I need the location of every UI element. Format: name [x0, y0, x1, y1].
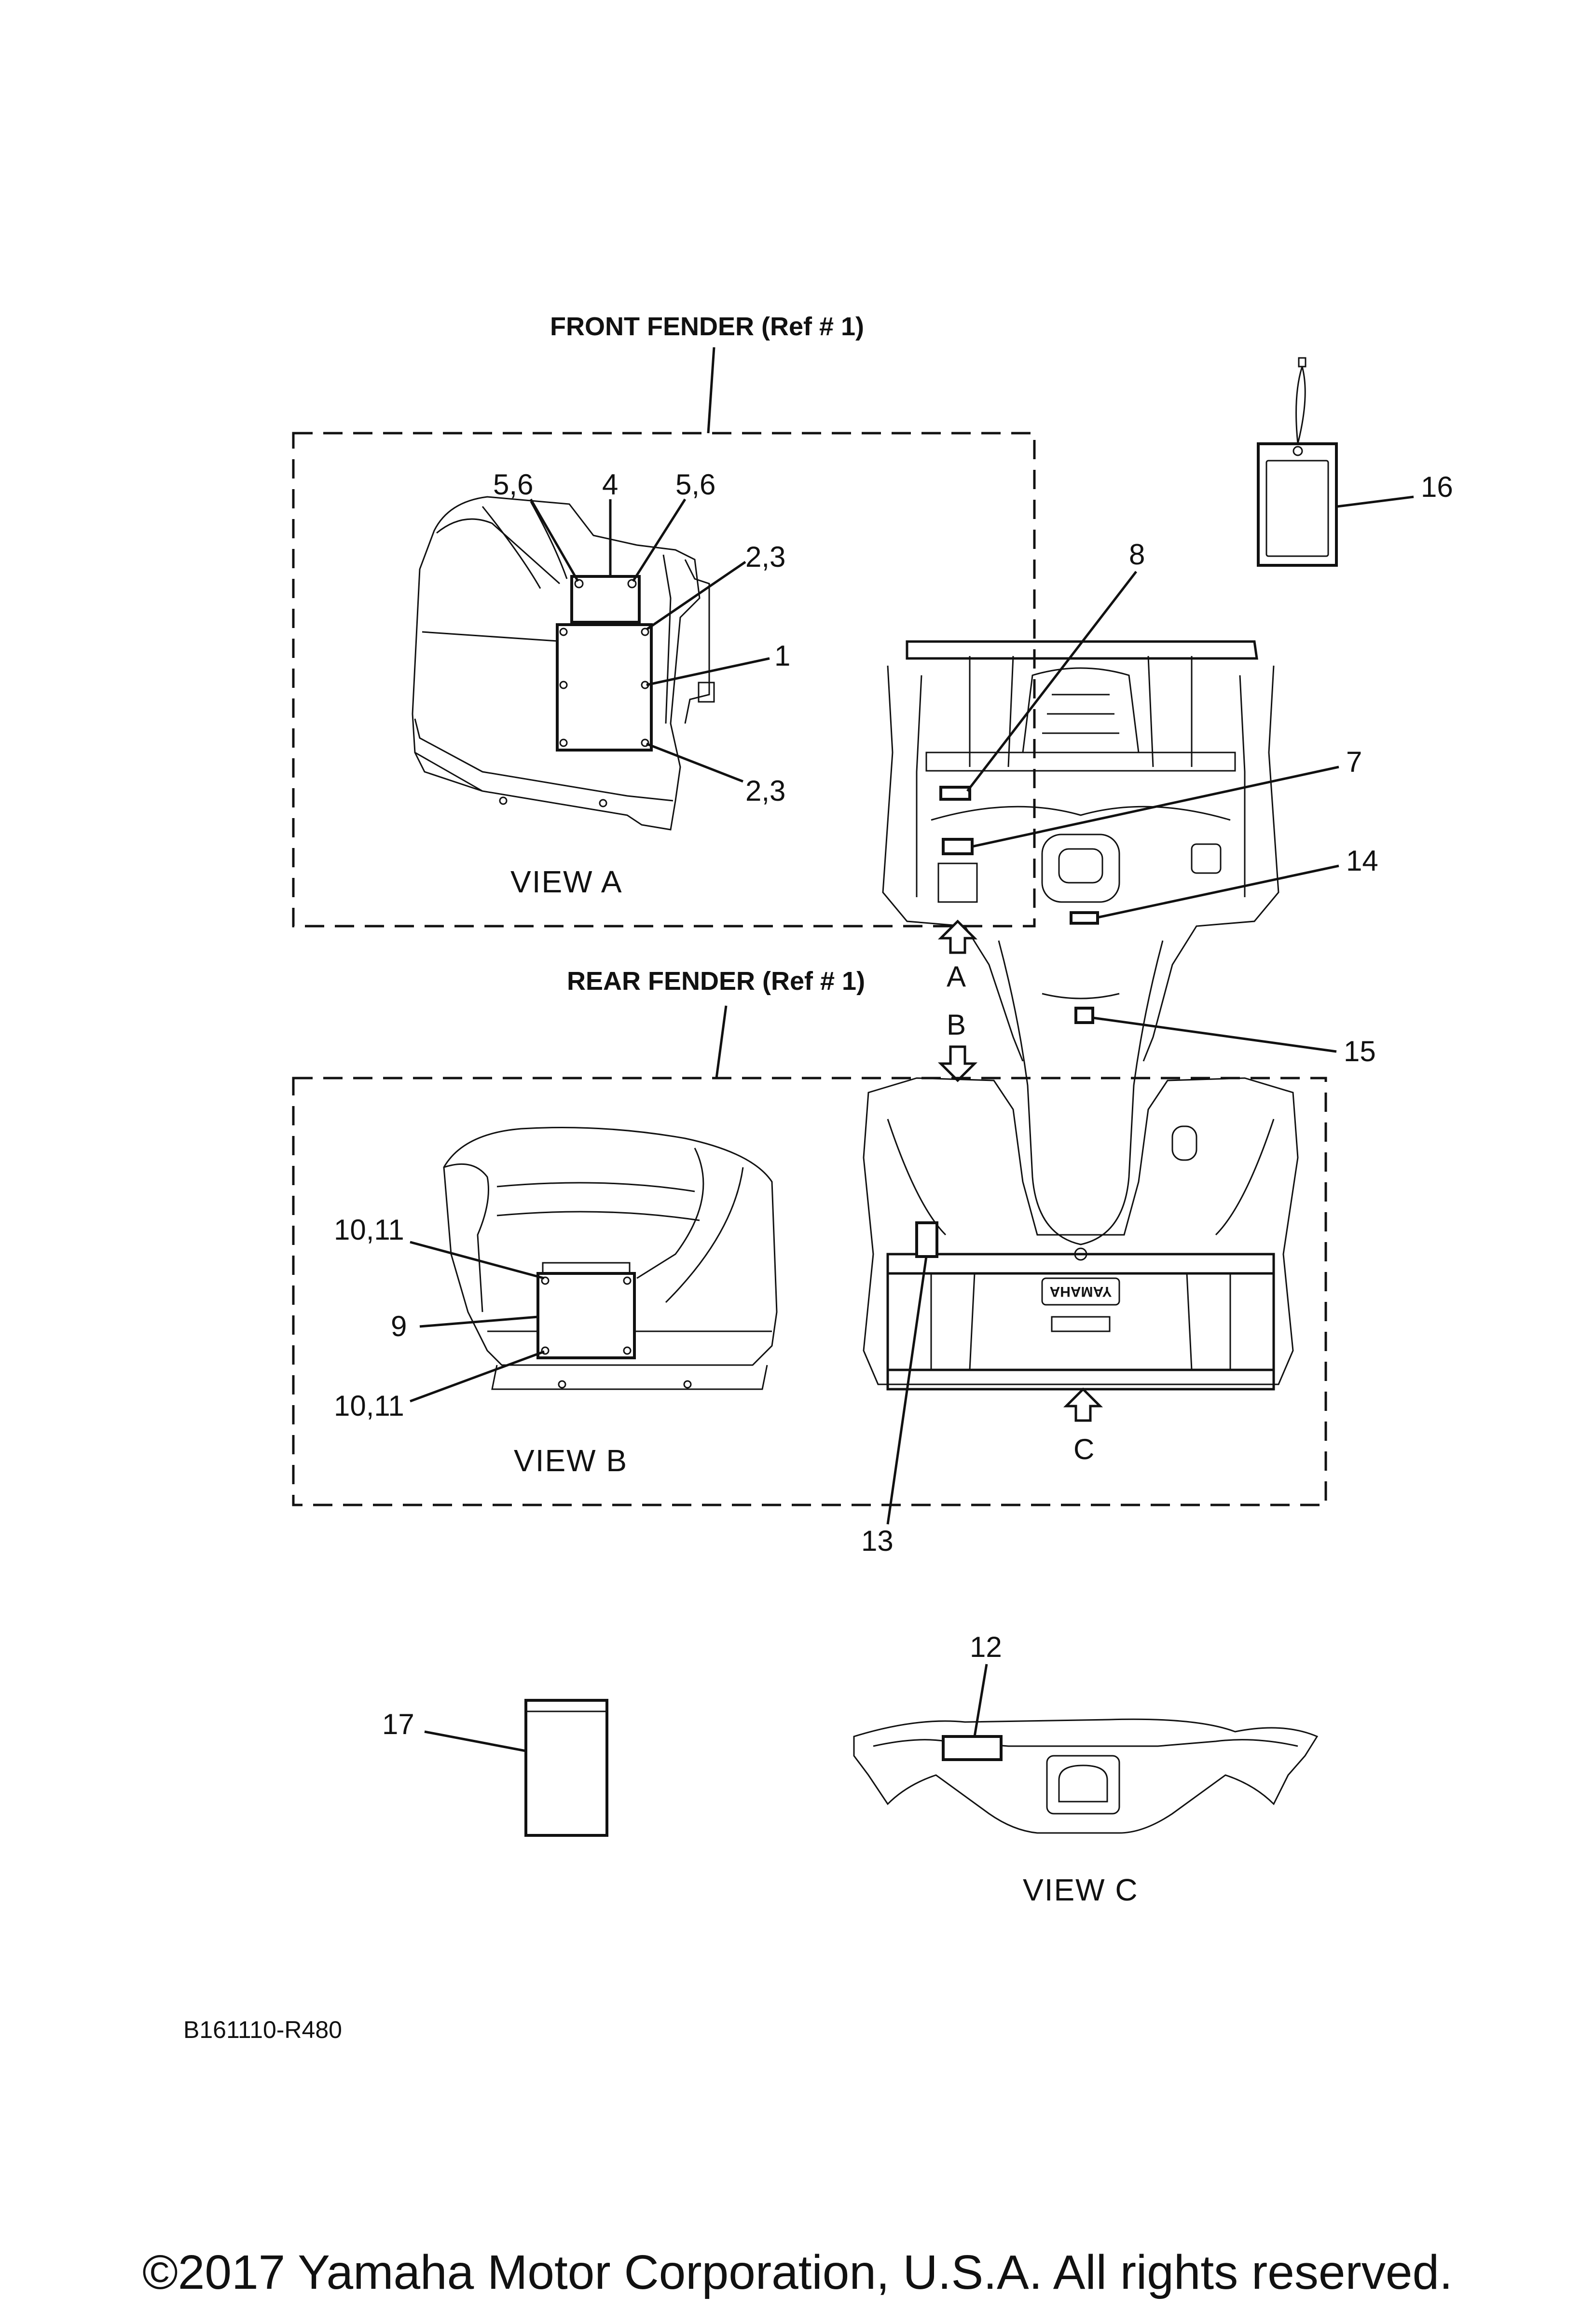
view-b-label: VIEW B	[514, 1443, 628, 1478]
label-part-12	[942, 1735, 1003, 1761]
label-part-16	[1257, 442, 1338, 567]
callout-7: 7	[1346, 746, 1362, 778]
front-fender-section: FRONT FENDER (Ref # 1) 5	[292, 312, 1036, 928]
front-fender-title: FRONT FENDER (Ref # 1)	[550, 312, 864, 341]
label-part-7	[942, 838, 974, 855]
label-part-1	[556, 623, 653, 752]
callout-14: 14	[1346, 845, 1378, 877]
front-fender-drawing	[412, 496, 715, 831]
callout-8: 8	[1129, 538, 1145, 571]
view-a-label: VIEW A	[510, 864, 623, 899]
callout-12: 12	[970, 1631, 1002, 1663]
hang-tag-16: 16	[1257, 357, 1453, 567]
rear-fender-title: REAR FENDER (Ref # 1)	[567, 967, 865, 996]
front-fender-frame	[292, 432, 1036, 928]
part-17: 17	[382, 1699, 608, 1837]
rear-fender-section: REAR FENDER (Ref # 1) 10,11 9 10,11 VIEW…	[292, 967, 1327, 1506]
view-c-section: 12 VIEW C	[853, 1631, 1319, 1907]
copyright-notice: ©2017 Yamaha Motor Corporation, U.S.A. A…	[142, 2245, 1453, 2299]
arrow-label-c: C	[1073, 1433, 1094, 1465]
callout-13: 13	[861, 1525, 894, 1557]
callout-9: 9	[391, 1310, 407, 1342]
view-c-label: VIEW C	[1023, 1873, 1139, 1907]
callout-2-3-top: 2,3	[745, 541, 785, 573]
diagram-code: B161110-R480	[183, 2016, 342, 2043]
label-part-8	[939, 786, 971, 801]
label-part-14	[1070, 911, 1099, 925]
callout-2-3-bottom: 2,3	[745, 775, 785, 807]
callout-10-11-top: 10,11	[334, 1214, 404, 1246]
front-fender-title-leader	[707, 347, 715, 434]
callout-5-6-left: 5,6	[493, 468, 533, 501]
callout-17: 17	[382, 1708, 414, 1740]
brand-mark: YAMAHA	[1050, 1284, 1112, 1299]
callout-10-11-bottom: 10,11	[334, 1390, 404, 1422]
view-c-arrow	[1063, 1387, 1103, 1422]
view-b-arrow	[937, 1045, 978, 1082]
callout-16: 16	[1421, 471, 1453, 503]
label-part-9	[536, 1272, 636, 1359]
callout-15: 15	[1344, 1035, 1376, 1067]
view-a-arrow	[937, 919, 978, 954]
label-part-4	[570, 575, 641, 624]
label-part-15	[1074, 1007, 1094, 1024]
arrow-label-b: B	[947, 1009, 966, 1041]
callout-1: 1	[774, 640, 790, 672]
rear-fender-frame	[292, 1077, 1327, 1506]
atv-top-view: YAMAHA 8 7 14 15 13 A B C	[861, 538, 1378, 1557]
rear-fender-title-leader	[715, 1005, 728, 1079]
arrow-label-a: A	[947, 960, 966, 993]
callout-4: 4	[602, 468, 618, 501]
callout-5-6-right: 5,6	[675, 468, 715, 501]
label-part-13	[915, 1221, 938, 1258]
label-part-17	[524, 1699, 608, 1837]
